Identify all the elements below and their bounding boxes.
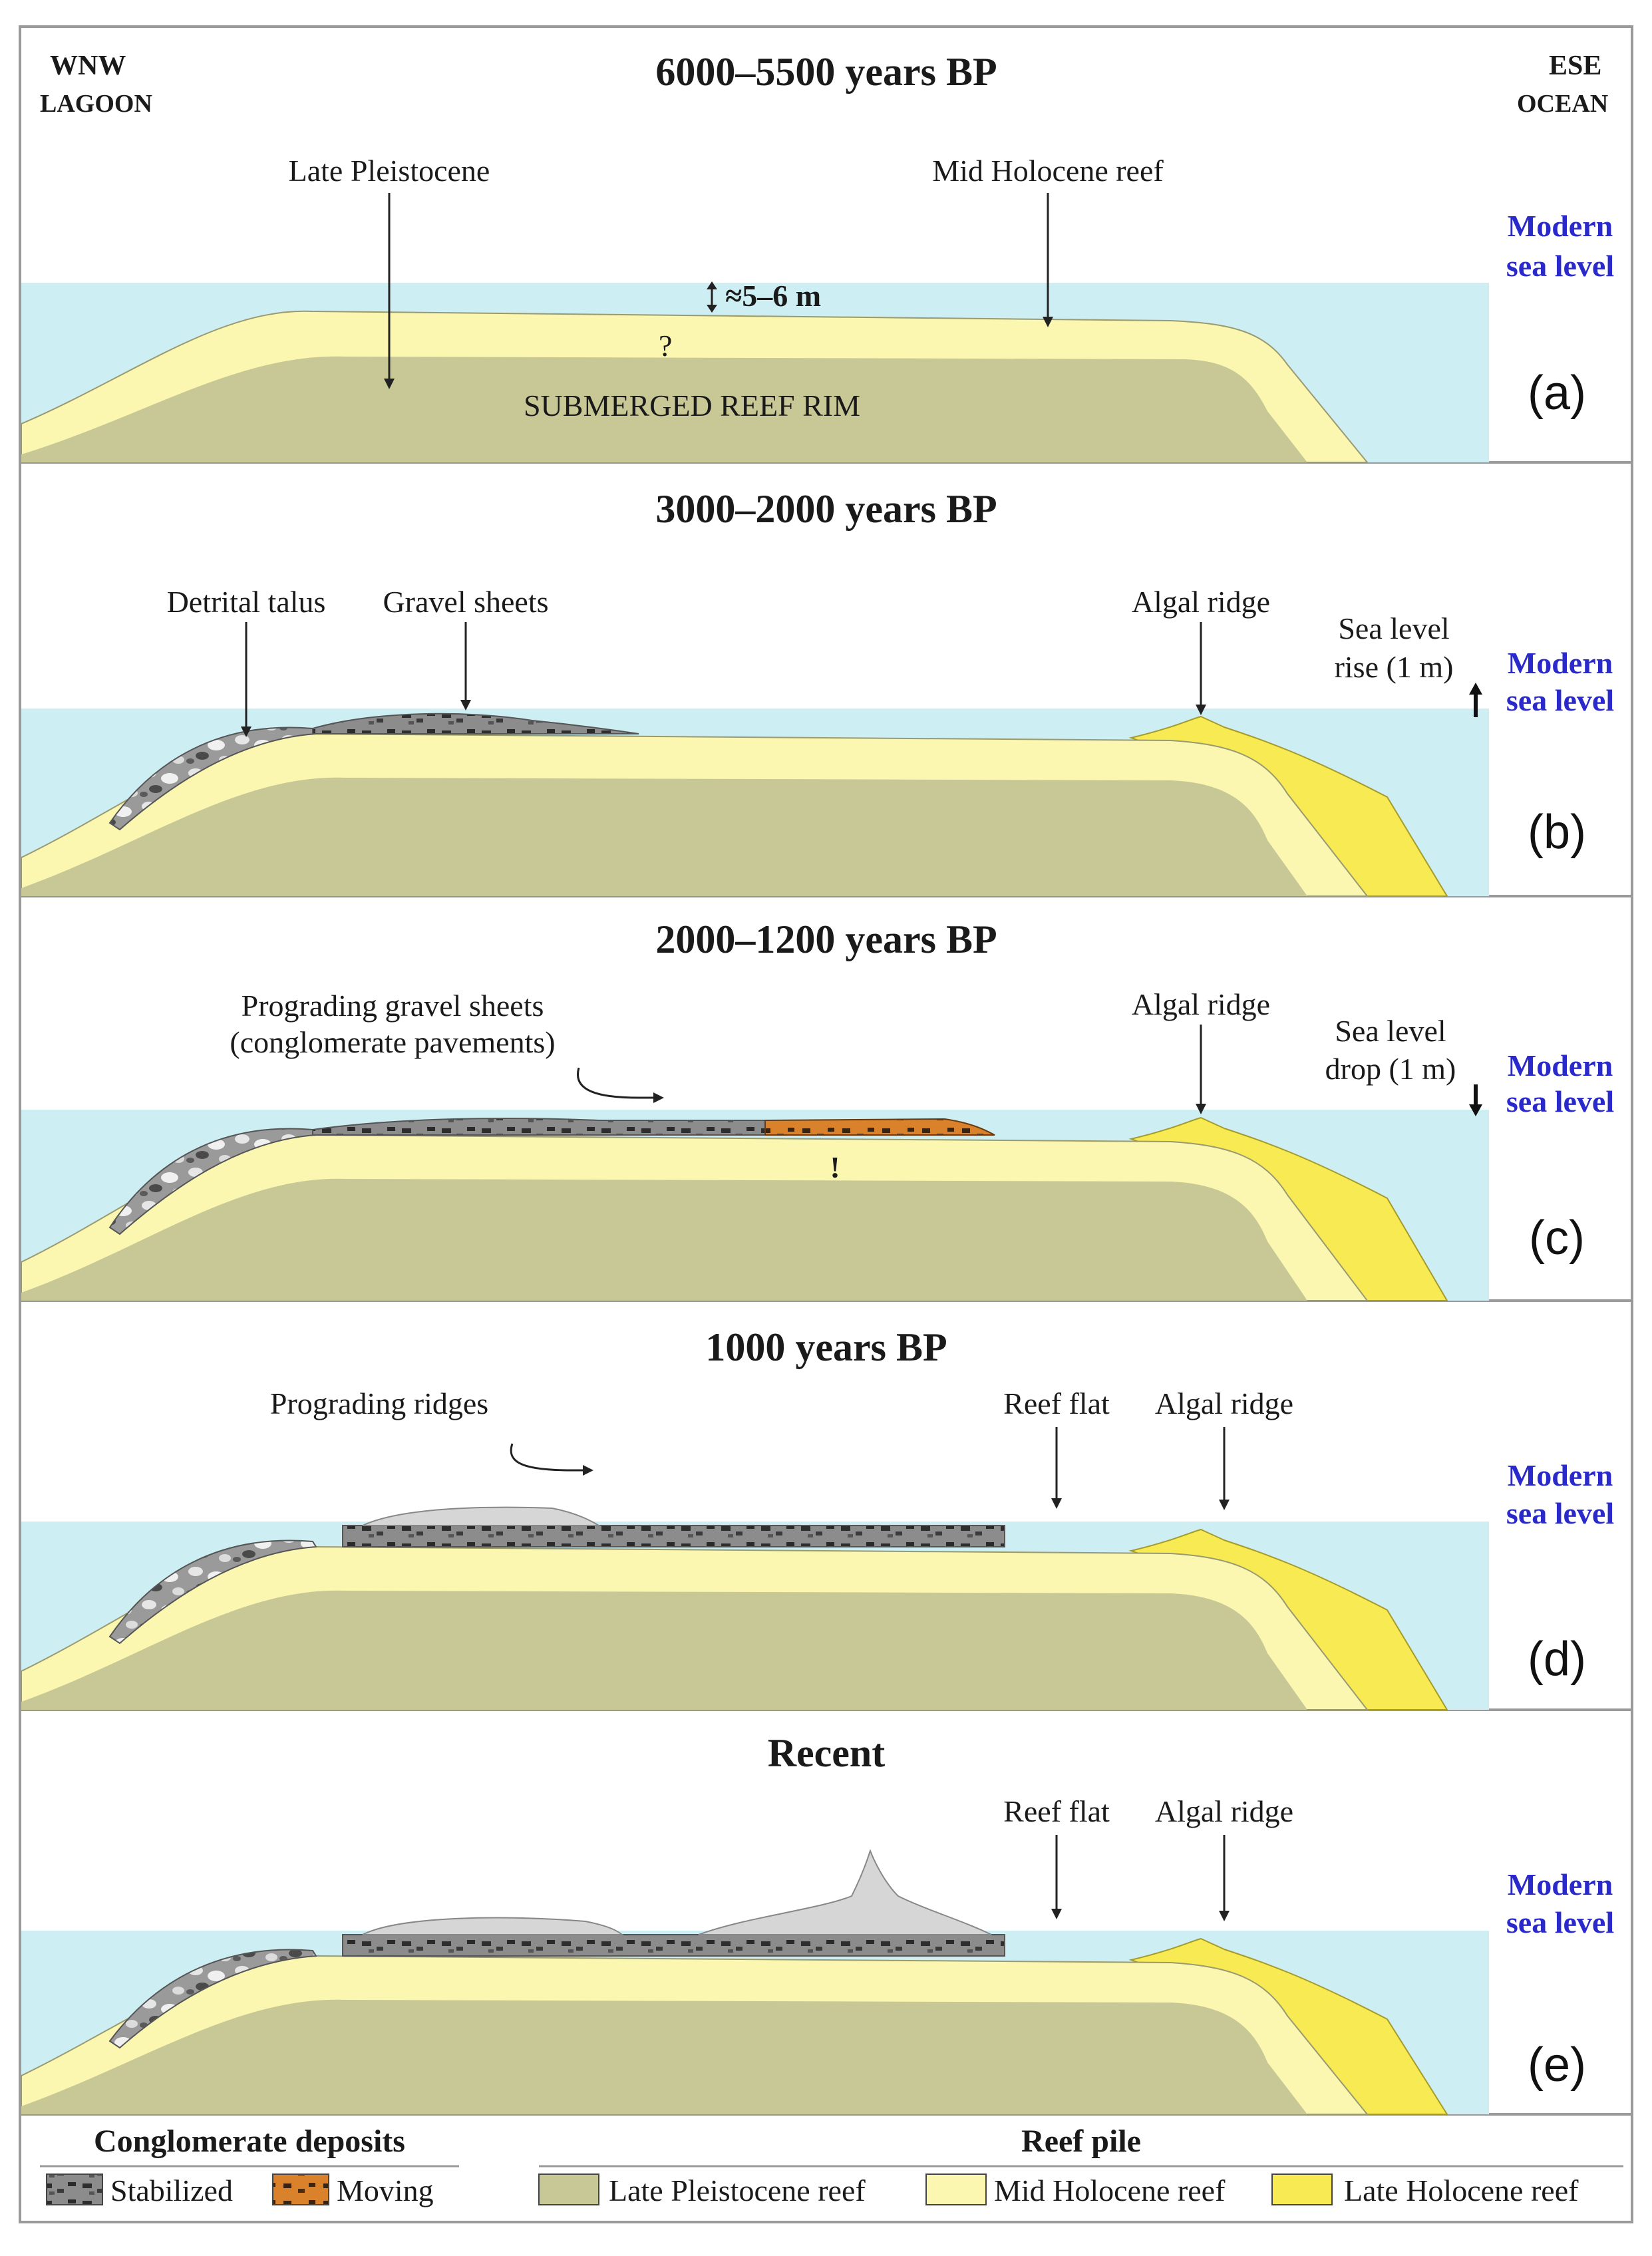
sea-level-drop-arrow-head bbox=[1469, 1104, 1482, 1116]
sea-level-label-d-2: sea level bbox=[1506, 1496, 1614, 1530]
legend-moving-swatch bbox=[272, 2174, 329, 2205]
legend: Conglomerate deposits Stabilized Moving … bbox=[40, 2124, 1623, 2207]
detrital-talus-label: Detrital talus bbox=[167, 585, 326, 619]
panel-d-tag: (d) bbox=[1528, 1633, 1586, 1686]
sea-level-label-e-1: Modern bbox=[1508, 1867, 1613, 1901]
sea-level-change-b-2: rise (1 m) bbox=[1335, 650, 1454, 684]
sea-level-change-c-2: drop (1 m) bbox=[1325, 1052, 1456, 1086]
prograding-arrow-c bbox=[577, 1067, 655, 1099]
panel-c-stabilized-sheets bbox=[312, 1117, 766, 1136]
depth-marker-heads bbox=[707, 281, 717, 313]
prograding-gravel-sheets-label-2: (conglomerate pavements) bbox=[230, 1025, 555, 1059]
reef-flat-label-e: Reef flat bbox=[1003, 1794, 1110, 1828]
legend-late-pleistocene-swatch bbox=[538, 2174, 599, 2205]
panel-d-conglomerate-platform bbox=[342, 1525, 1005, 1547]
panel-e-conglomerate-platform bbox=[342, 1934, 1005, 1957]
prograding-ridges-label: Prograding ridges bbox=[270, 1386, 488, 1420]
sea-level-label-e-2: sea level bbox=[1506, 1905, 1614, 1939]
sea-level-label-b-2: sea level bbox=[1506, 683, 1614, 717]
panel-a bbox=[20, 193, 1632, 464]
legend-late-holocene-label: Late Holocene reef bbox=[1344, 2174, 1579, 2207]
sea-level-rise-arrow-head bbox=[1469, 683, 1482, 695]
algal-ridge-arrow-e-head bbox=[1219, 1911, 1230, 1921]
sea-level-label-d-1: Modern bbox=[1508, 1458, 1613, 1492]
exclamation-mark: ! bbox=[830, 1150, 840, 1184]
sea-level-label-b-1: Modern bbox=[1508, 646, 1613, 680]
lagoon-label: LAGOON bbox=[40, 90, 152, 118]
panel-c bbox=[20, 1025, 1632, 1302]
reef-flat-arrow-d-head bbox=[1051, 1498, 1062, 1509]
legend-stabilized-label: Stabilized bbox=[110, 2174, 233, 2207]
sea-level-change-c-1: Sea level bbox=[1335, 1014, 1446, 1048]
panel-c-tag: (c) bbox=[1529, 1211, 1585, 1265]
gravel-sheets-arrow-head bbox=[460, 700, 471, 711]
mid-holocene-reef-label: Mid Holocene reef bbox=[932, 154, 1164, 188]
panel-d bbox=[20, 1427, 1632, 1711]
mid-holocene-arrow-head bbox=[1043, 317, 1053, 327]
late-pleistocene-label: Late Pleistocene bbox=[289, 154, 490, 188]
algal-ridge-label-c: Algal ridge bbox=[1132, 987, 1270, 1021]
panel-a-title: 6000–5500 years BP bbox=[655, 50, 997, 94]
panel-d-late-pleistocene-reef bbox=[21, 1590, 1307, 1710]
detrital-talus-arrow-head bbox=[241, 726, 251, 737]
panel-d-title: 1000 years BP bbox=[705, 1325, 947, 1369]
legend-late-pleistocene-label: Late Pleistocene reef bbox=[609, 2174, 866, 2207]
algal-ridge-label-e: Algal ridge bbox=[1155, 1794, 1293, 1828]
panel-d-prograding-ridges bbox=[362, 1506, 601, 1526]
panel-e-tag: (e) bbox=[1528, 2038, 1586, 2092]
ocean-label: OCEAN bbox=[1517, 90, 1608, 118]
panel-e-detrital-talus bbox=[108, 1949, 317, 2049]
algal-ridge-arrow-d-head bbox=[1219, 1500, 1230, 1510]
panel-a-tag: (a) bbox=[1528, 367, 1586, 420]
panel-e-title: Recent bbox=[768, 1731, 886, 1775]
reef-flat-arrow-e-head bbox=[1051, 1909, 1062, 1919]
late-pleistocene-arrow-head bbox=[384, 379, 395, 389]
legend-mid-holocene-label: Mid Holocene reef bbox=[994, 2174, 1226, 2207]
prograding-arrow-d-head bbox=[583, 1465, 593, 1476]
legend-stabilized-swatch bbox=[46, 2174, 103, 2205]
prograding-arrow-c-head bbox=[653, 1092, 664, 1103]
figure-frame bbox=[19, 25, 1633, 2223]
gravel-sheets-label: Gravel sheets bbox=[383, 585, 548, 619]
legend-reef-pile-title: Reef pile bbox=[1021, 2124, 1141, 2159]
legend-conglomerate-title: Conglomerate deposits bbox=[94, 2124, 405, 2159]
panel-c-late-pleistocene-reef bbox=[21, 1178, 1307, 1301]
sea-level-label-a-1: Modern bbox=[1508, 209, 1613, 243]
reef-flat-label-d: Reef flat bbox=[1003, 1386, 1110, 1420]
panel-b-tag: (b) bbox=[1528, 806, 1586, 859]
algal-ridge-label-d: Algal ridge bbox=[1155, 1386, 1293, 1420]
panel-e-landward-ridge bbox=[362, 1917, 624, 1935]
panel-b bbox=[20, 622, 1632, 897]
legend-late-holocene-swatch bbox=[1271, 2174, 1333, 2205]
depth-label: ≈5–6 m bbox=[725, 279, 821, 313]
sea-level-label-c-2: sea level bbox=[1506, 1084, 1614, 1118]
panel-a-late-pleistocene-reef bbox=[21, 356, 1307, 462]
panel-b-title: 3000–2000 years BP bbox=[655, 487, 997, 531]
panel-c-title: 2000–1200 years BP bbox=[655, 917, 997, 961]
algal-ridge-arrow-b-head bbox=[1196, 705, 1206, 715]
sea-level-label-c-1: Modern bbox=[1508, 1048, 1613, 1082]
panel-e bbox=[20, 1835, 1632, 2116]
panel-d-detrital-talus bbox=[108, 1539, 317, 1645]
wnw-label: WNW bbox=[50, 51, 126, 81]
legend-mid-holocene-swatch bbox=[925, 2174, 987, 2205]
ese-label: ESE bbox=[1549, 51, 1601, 81]
panel-b-late-pleistocene-reef bbox=[21, 777, 1307, 896]
panel-e-active-ridge bbox=[698, 1849, 992, 1935]
prograding-gravel-sheets-label-1: Prograding gravel sheets bbox=[242, 989, 544, 1023]
legend-moving-label: Moving bbox=[337, 2174, 434, 2207]
question-label: ? bbox=[659, 329, 672, 363]
prograding-arrow-d bbox=[510, 1443, 584, 1472]
panel-c-moving-sheets bbox=[764, 1118, 995, 1136]
panel-e-late-pleistocene-reef bbox=[21, 1999, 1307, 2114]
submerged-reef-rim-label: SUBMERGED REEF RIM bbox=[524, 389, 860, 422]
sea-level-change-b-1: Sea level bbox=[1338, 611, 1449, 645]
algal-ridge-label-b: Algal ridge bbox=[1132, 585, 1270, 619]
sea-level-label-a-2: sea level bbox=[1506, 249, 1614, 283]
algal-ridge-arrow-c-head bbox=[1196, 1104, 1206, 1114]
panel-b-gravel-sheets bbox=[312, 713, 639, 734]
